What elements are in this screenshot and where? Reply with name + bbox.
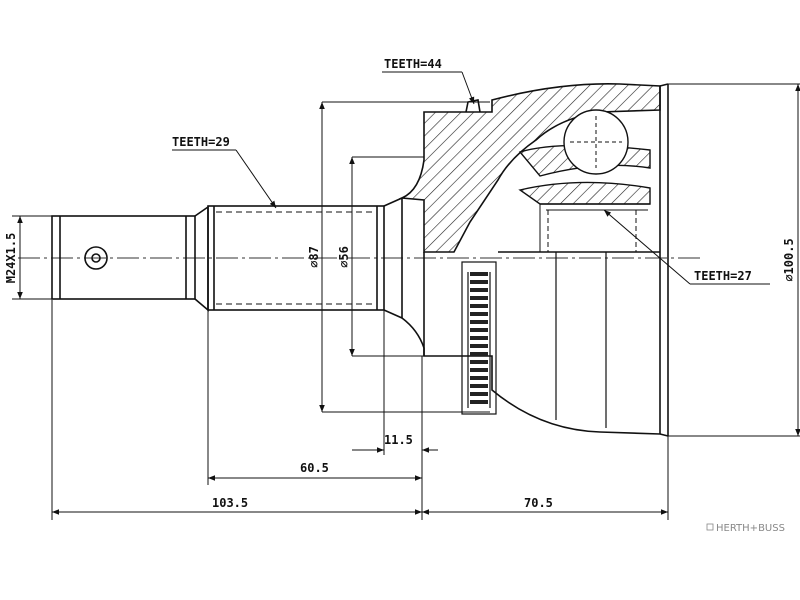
label-dia-87: ⌀87: [307, 246, 321, 268]
label-dia-100-5: ⌀100.5: [782, 238, 796, 281]
abs-tooth: [470, 280, 488, 284]
dimension-lines: [12, 71, 800, 520]
abs-tooth: [470, 328, 488, 332]
abs-tooth: [470, 296, 488, 300]
abs-tooth: [470, 368, 488, 372]
label-dim-11-5: 11.5: [384, 433, 413, 447]
abs-ring-teeth: [470, 272, 488, 404]
label-teeth-44: TEETH=44: [384, 57, 442, 71]
abs-tooth: [470, 320, 488, 324]
abs-tooth: [470, 384, 488, 388]
abs-tooth: [470, 344, 488, 348]
label-dia-56: ⌀56: [337, 246, 351, 268]
abs-tooth: [470, 312, 488, 316]
label-teeth-27: TEETH=27: [694, 269, 752, 283]
ball-cage: [518, 109, 651, 252]
ball: [563, 109, 629, 175]
abs-ring: [461, 261, 497, 415]
label-thread-m24: M24X1.5: [4, 233, 18, 284]
label-dim-60-5: 60.5: [300, 461, 329, 475]
abs-tooth: [470, 376, 488, 380]
abs-tooth: [470, 288, 488, 292]
label-dim-103-5: 103.5: [212, 496, 248, 510]
abs-tooth: [470, 392, 488, 396]
abs-tooth: [470, 304, 488, 308]
abs-tooth: [470, 352, 488, 356]
cross-hole: [84, 246, 108, 270]
label-dim-70-5: 70.5: [524, 496, 553, 510]
abs-tooth: [470, 272, 488, 276]
brand-name: HERTH+BUSS: [716, 523, 785, 534]
threaded-stub: [51, 205, 209, 312]
label-teeth-29: TEETH=29: [172, 135, 230, 149]
abs-tooth: [470, 400, 488, 404]
hatched-section: [398, 83, 661, 253]
joint-body: [398, 83, 669, 437]
abs-tooth: [470, 336, 488, 340]
abs-tooth: [470, 360, 488, 364]
brand-logo: HERTH+BUSS: [706, 523, 785, 534]
